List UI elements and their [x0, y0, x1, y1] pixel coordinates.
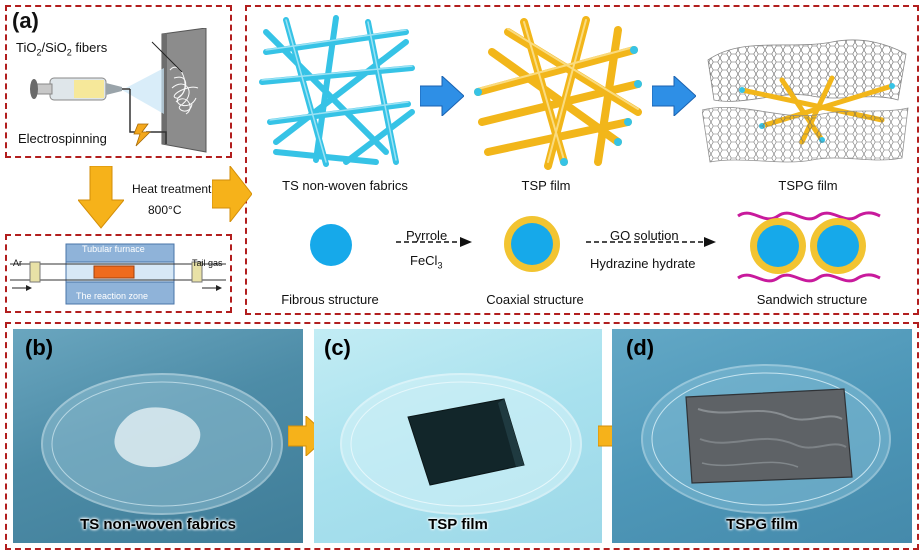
fibrous-structure-icon — [310, 224, 352, 266]
right-arrow-icon — [212, 166, 252, 222]
dashed-arrow-icon — [586, 237, 716, 247]
furnace-zone: The reaction zone — [76, 291, 149, 301]
blue-arrow-icon — [420, 76, 464, 116]
photo-d: (d) TSPG film — [612, 329, 912, 543]
electrospinning-apparatus — [30, 28, 207, 153]
panel-d-label: (d) — [626, 335, 655, 360]
sandwich-structure-icon — [737, 211, 881, 283]
step-2-reagent: GO solution — [610, 228, 679, 243]
photos-frame — [5, 322, 919, 550]
photo-b-caption: TS non-woven fabrics — [80, 516, 236, 533]
stage-2-label: TSP film — [521, 178, 571, 193]
photo-b: (b) TS non-woven fabrics — [13, 329, 303, 543]
tsp-film-illustration — [474, 16, 642, 170]
structure-3-label: Sandwich structure — [756, 292, 868, 307]
blue-arrow-icon — [652, 76, 696, 116]
furnace-outlet: Tail gas — [192, 258, 223, 268]
structure-1-label: Fibrous structure — [281, 292, 379, 307]
fibers-label: TiO2/SiO2 fibers — [16, 40, 108, 58]
process-frame — [245, 5, 919, 315]
coaxial-structure-icon — [504, 216, 560, 272]
step-1-reagent: Pyrrole — [406, 228, 448, 243]
furnace-inlet: Ar — [13, 258, 22, 268]
structure-2-label: Coaxial structure — [486, 292, 584, 307]
photo-c: (c) TSP film — [314, 329, 602, 543]
stage-3-label: TSPG film — [778, 178, 838, 193]
step-1-oxidant: FeCl3 — [410, 253, 443, 271]
heat-treatment-temperature: 800°C — [148, 203, 182, 217]
heat-treatment-label: Heat treatment — [132, 182, 212, 196]
step-2-reductant: Hydrazine hydrate — [590, 256, 696, 271]
ts-fabric-illustration — [259, 15, 415, 167]
panel-a-label: (a) — [12, 8, 39, 33]
down-arrow-icon — [78, 166, 124, 229]
panel-c-label: (c) — [324, 335, 351, 360]
tubular-furnace-diagram — [10, 240, 226, 308]
furnace-frame — [5, 234, 232, 313]
petri-dish-icon — [41, 373, 283, 515]
furnace-title: Tubular furnace — [82, 244, 145, 254]
panel-b-label: (b) — [25, 335, 54, 360]
dashed-arrow-icon — [396, 237, 472, 247]
photo-d-caption: TSPG film — [726, 516, 798, 533]
petri-dish-icon — [340, 373, 582, 515]
electrospinning-frame — [5, 5, 232, 158]
stage-1-label: TS non-woven fabrics — [282, 178, 408, 193]
petri-dish-icon — [641, 364, 891, 514]
tspg-film-illustration — [702, 39, 909, 163]
electrospinning-label: Electrospinning — [18, 131, 107, 146]
photo-c-caption: TSP film — [428, 516, 488, 533]
